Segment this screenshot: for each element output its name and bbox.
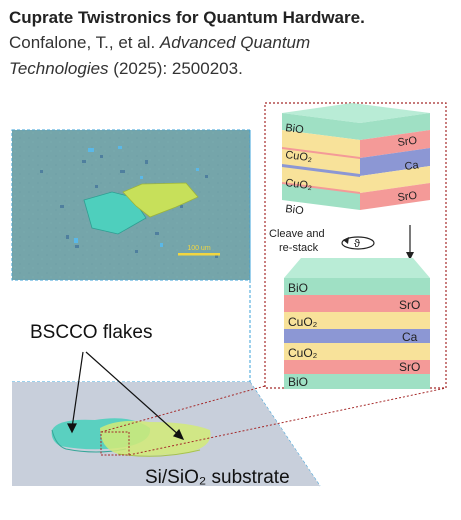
callout-line-red-top [100, 385, 266, 433]
stack-top-right-3: SrO [397, 190, 418, 204]
citation-volume: (2025): 2500203. [113, 59, 243, 78]
stack-bottom-6: SrO [399, 360, 420, 374]
stack-top-left-1: BiO [285, 122, 305, 136]
stack-bottom-2: SrO [399, 298, 420, 312]
twist-arrow: ϑ [341, 236, 375, 250]
bright-specks [74, 146, 199, 247]
stack-top-left-3: CuO₂ [285, 177, 313, 192]
substrate-label: Si/SiO₂ substrate [145, 467, 290, 488]
citation-line-2: Technologies (2025): 2500203. [9, 56, 454, 82]
micro-flake-yellow [122, 182, 199, 218]
citation-title: Cuprate Twistronics for Quantum Hardware… [9, 8, 365, 27]
citation: Cuprate Twistronics for Quantum Hardware… [9, 6, 454, 82]
citation-journal-part1: Advanced Quantum [159, 33, 311, 52]
flake-yellow-3d [100, 420, 211, 456]
scale-bar [178, 253, 220, 256]
citation-authors: Confalone, T., et al. [9, 33, 156, 52]
stack-bottom-4: Ca [402, 330, 418, 344]
down-arrow [406, 225, 414, 260]
scale-bar-label: 100 um [187, 245, 211, 252]
twist-symbol: ϑ [354, 238, 360, 250]
stack-top-left-2: CuO₂ [285, 149, 313, 164]
stack-bottom-7: BiO [288, 375, 308, 389]
micro-flake-cyan [83, 191, 147, 235]
stack-top-left-4: BiO [285, 203, 305, 217]
stack-top: BiO CuO₂ CuO₂ BiO SrO Ca SrO [282, 103, 430, 217]
citation-line-1: Confalone, T., et al. Advanced Quantum [9, 30, 454, 56]
stack-bottom: BiO SrO CuO₂ Ca CuO₂ SrO BiO [284, 258, 430, 389]
microscope-image: 100 um [11, 129, 251, 281]
stack-bottom-1: BiO [288, 281, 308, 295]
cleave-label-1: Cleave and [269, 228, 325, 240]
substrate [12, 382, 320, 486]
cleave-label-2: re-stack [279, 242, 319, 254]
debris-specks [40, 155, 218, 258]
citation-journal-part2: Technologies [9, 59, 109, 78]
flake-arrows [67, 351, 185, 440]
flakes-label: BSCCO flakes [30, 322, 152, 343]
stack-bottom-3: CuO₂ [288, 315, 318, 329]
region-box [100, 431, 130, 456]
stack-top-right-2: Ca [404, 159, 420, 173]
stack-top-right-1: SrO [397, 135, 418, 149]
stack-bottom-5: CuO₂ [288, 346, 318, 360]
